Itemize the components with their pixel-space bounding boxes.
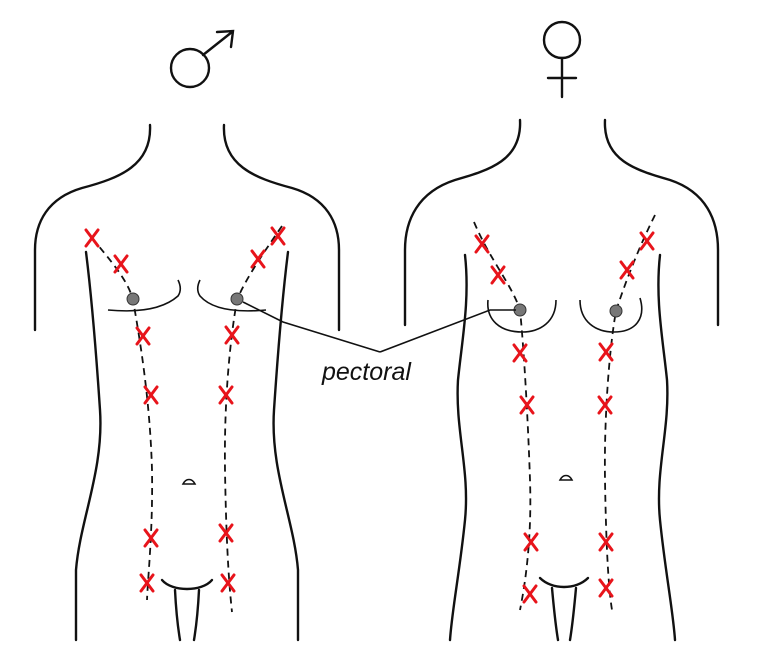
female-symbol-icon: [542, 20, 582, 99]
label-leader-lines: [242, 301, 516, 353]
x-marker: [270, 226, 286, 246]
x-marker: [512, 343, 528, 363]
pectoral-label: pectoral: [322, 358, 411, 386]
x-marker: [519, 395, 535, 415]
x-marker: [139, 573, 155, 593]
female-body: [403, 118, 720, 642]
x-marker: [218, 385, 234, 405]
male-body: [33, 123, 341, 642]
dashed-guide-lines: [91, 214, 656, 613]
x-marker: [135, 326, 151, 346]
x-marker: [639, 231, 655, 251]
x-marker: [598, 578, 614, 598]
x-marker: [523, 532, 539, 552]
male-symbol-icon: [169, 29, 235, 89]
x-marker: [490, 265, 506, 285]
x-marker: [224, 325, 240, 345]
x-marker: [250, 249, 266, 269]
x-marker: [597, 395, 613, 415]
x-marker: [619, 260, 635, 280]
x-marker: [218, 523, 234, 543]
x-marker: [113, 254, 129, 274]
x-marker: [143, 528, 159, 548]
x-marker: [522, 584, 538, 604]
x-marker: [598, 342, 614, 362]
red-x-markers: [84, 226, 655, 604]
x-marker: [143, 385, 159, 405]
x-marker: [598, 532, 614, 552]
x-marker: [84, 228, 100, 248]
x-marker: [220, 573, 236, 593]
x-marker: [474, 234, 490, 254]
